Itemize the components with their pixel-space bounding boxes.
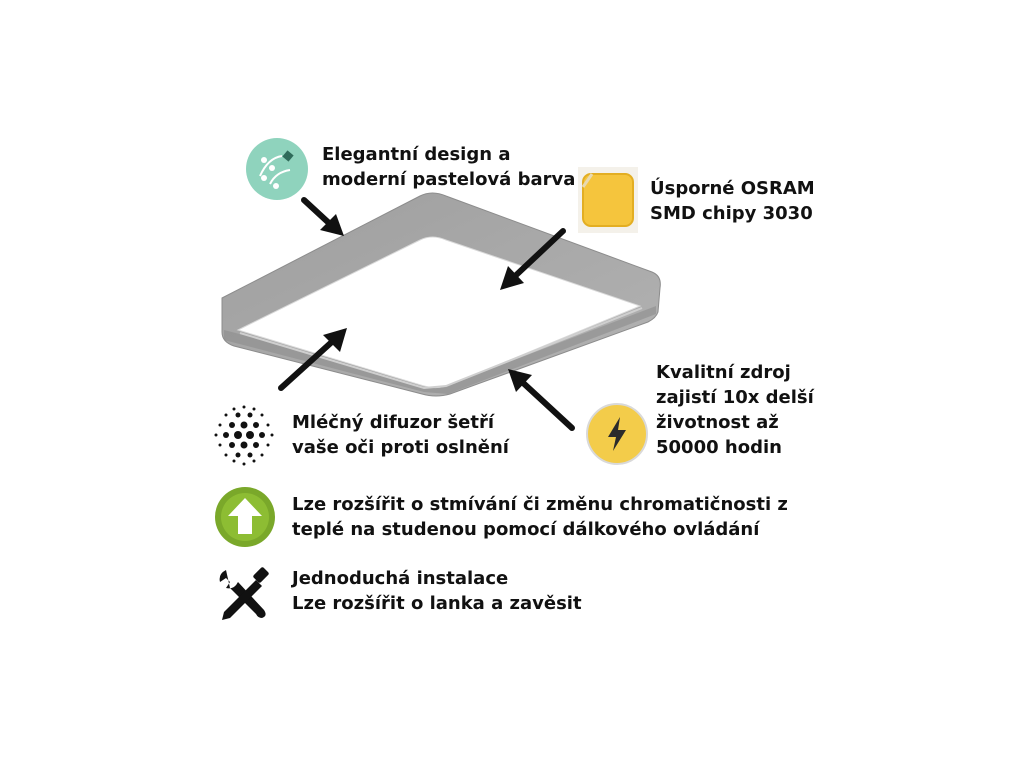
source-line-4: 50000 hodin	[656, 437, 782, 458]
design-feature-text: Elegantní design a moderní pastelová bar…	[322, 142, 575, 192]
source-line-2: zajistí 10x delší	[656, 387, 814, 408]
arrow-source	[508, 369, 575, 431]
install-feature-text: Jednoduchá instalace Lze rozšířit o lank…	[292, 566, 582, 616]
dimming-line-1: Lze rozšířit o stmívání či změnu chromat…	[292, 494, 788, 515]
install-line-1: Jednoduchá instalace	[292, 568, 509, 589]
wrench-screwdriver-icon	[219, 567, 269, 620]
dimming-line-2: teplé na studenou pomocí dálkového ovlád…	[292, 519, 760, 540]
chips-line-1: Úsporné OSRAM	[650, 178, 815, 199]
arrow-diffuser	[278, 328, 347, 391]
source-line-3: životnost až	[656, 412, 779, 433]
source-line-1: Kvalitní zdroj	[656, 362, 791, 383]
led-chip-icon	[578, 167, 638, 233]
source-feature-text: Kvalitní zdroj zajistí 10x delší životno…	[656, 360, 814, 460]
diffuser-line-1: Mléčný difuzor šetří	[292, 412, 495, 433]
dimming-feature-text: Lze rozšířit o stmívání či změnu chromat…	[292, 492, 788, 542]
design-line-2: moderní pastelová barva	[322, 169, 576, 190]
chips-feature-text: Úsporné OSRAM SMD chipy 3030	[650, 176, 815, 226]
install-line-2: Lze rozšířit o lanka a zavěsit	[292, 593, 582, 614]
diffuser-dots-icon	[214, 405, 274, 466]
arrow-chips	[500, 228, 566, 290]
lightning-bolt-icon	[586, 403, 648, 465]
diffuser-line-2: vaše oči proti oslnění	[292, 437, 509, 458]
chips-line-2: SMD chipy 3030	[650, 203, 813, 224]
design-line-1: Elegantní design a	[322, 144, 511, 165]
diffuser-feature-text: Mléčný difuzor šetří vaše oči proti osln…	[292, 410, 509, 460]
arrow-design	[301, 197, 344, 236]
design-tool-icon	[246, 138, 308, 200]
upgrade-arrow-icon	[215, 487, 275, 547]
